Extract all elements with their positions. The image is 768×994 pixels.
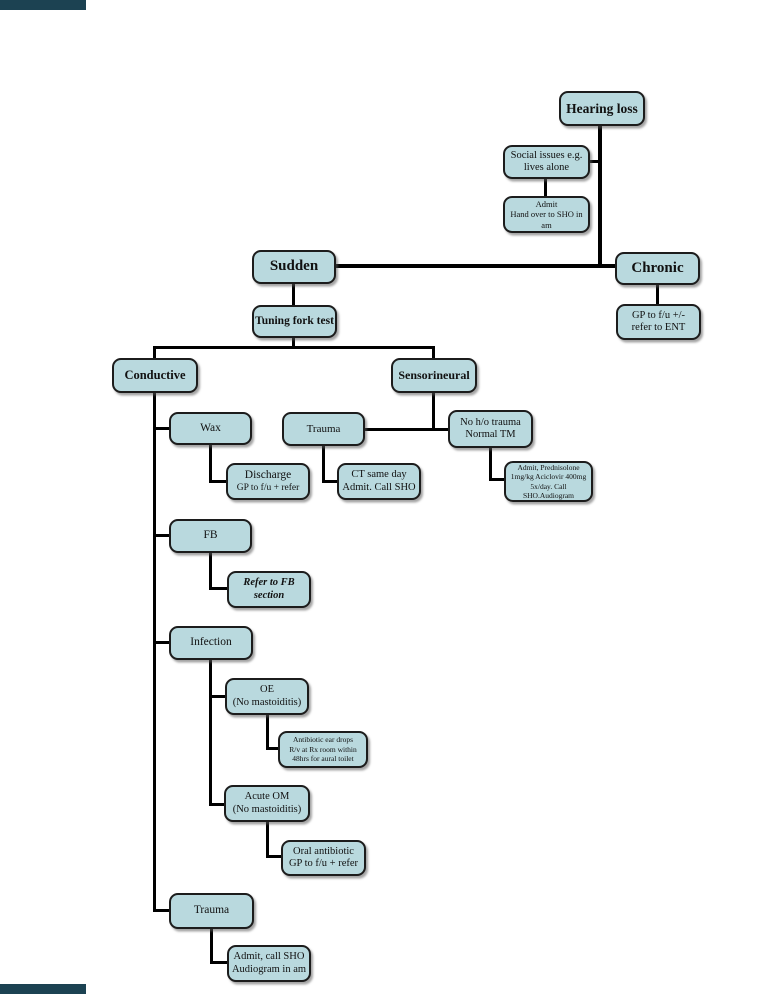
connector-branch-horizontal — [153, 346, 435, 349]
node-prednisolone: Admit, Prednisolone 1mg/kg Aciclovir 400… — [504, 461, 593, 502]
node-trauma-sensorineural: Trauma — [282, 412, 365, 446]
connector-sudden-chronic — [336, 264, 616, 268]
connector-oe-right — [266, 747, 279, 750]
connector-stub-acuteom — [209, 803, 225, 806]
connector-stub-wax — [153, 427, 170, 430]
node-tuning-fork-test: Tuning fork test — [252, 305, 337, 338]
connector-infection-trunk — [209, 659, 212, 806]
connector-tuning-down — [292, 337, 295, 349]
node-acute-om: Acute OM (No mastoiditis) — [224, 785, 310, 822]
node-admit-handover: Admit Hand over to SHO in am — [503, 196, 590, 233]
connector-acuteom-down — [266, 821, 269, 858]
node-sudden: Sudden — [252, 250, 336, 284]
connector-sudden-tuning — [292, 283, 295, 306]
node-discharge-sub: GP to f/u + refer — [236, 482, 300, 493]
node-ct-same-day: CT same day Admit. Call SHO — [337, 463, 421, 500]
connector-acuteom-right — [266, 855, 282, 858]
connector-hearingloss-down — [598, 126, 602, 268]
connector-notrauma-right — [489, 478, 505, 481]
connector-traumab-down — [210, 928, 213, 964]
node-oe: OE (No mastoiditis) — [225, 678, 309, 715]
node-chronic: Chronic — [615, 252, 700, 285]
connector-conductive-trunk — [153, 393, 156, 912]
node-fb: FB — [169, 519, 252, 553]
connector-social-stub — [589, 160, 602, 163]
node-hearing-loss: Hearing loss — [559, 91, 645, 126]
connector-trauma-notrauma — [365, 428, 448, 431]
node-infection: Infection — [169, 626, 253, 660]
corner-bar-top — [0, 0, 86, 10]
connector-stub-fb — [153, 534, 170, 537]
node-social-issues: Social issues e.g. lives alone — [503, 145, 590, 179]
connector-sensorineural-down — [432, 393, 435, 431]
node-wax: Wax — [169, 412, 252, 445]
node-no-trauma: No h/o trauma Normal TM — [448, 410, 533, 448]
node-gp-ent: GP to f/u +/- refer to ENT — [616, 304, 701, 340]
connector-chronic-gp — [656, 285, 659, 306]
connector-notrauma-down — [489, 447, 492, 481]
node-conductive: Conductive — [112, 358, 198, 393]
connector-trauma-right — [322, 480, 338, 483]
connector-to-sensorineural — [432, 346, 435, 359]
connector-trauma-down — [322, 445, 325, 483]
connector-fb-right — [209, 587, 228, 590]
connector-to-conductive — [153, 346, 156, 359]
node-sensorineural: Sensorineural — [391, 358, 477, 393]
connector-wax-right — [209, 480, 227, 483]
node-trauma-conductive: Trauma — [169, 893, 254, 929]
node-refer-fb: Refer to FB section — [227, 571, 311, 608]
node-oral-antibiotic: Oral antibiotic GP to f/u + refer — [281, 840, 366, 876]
connector-stub-infection — [153, 641, 170, 644]
connector-social-admit — [544, 177, 547, 197]
connector-fb-down — [209, 552, 212, 590]
connector-traumab-right — [210, 961, 228, 964]
connector-oe-down — [266, 714, 269, 750]
connector-stub-trauma — [153, 909, 170, 912]
node-discharge-title: Discharge — [244, 469, 292, 482]
node-discharge: Discharge GP to f/u + refer — [226, 463, 310, 500]
connector-stub-oe — [209, 695, 226, 698]
corner-bar-bottom — [0, 984, 86, 994]
node-antibiotic-drops: Antibiotic ear drops R/v at Rx room with… — [278, 731, 368, 768]
connector-wax-down — [209, 444, 212, 483]
node-admit-call-sho: Admit, call SHO Audiogram in am — [227, 945, 311, 982]
